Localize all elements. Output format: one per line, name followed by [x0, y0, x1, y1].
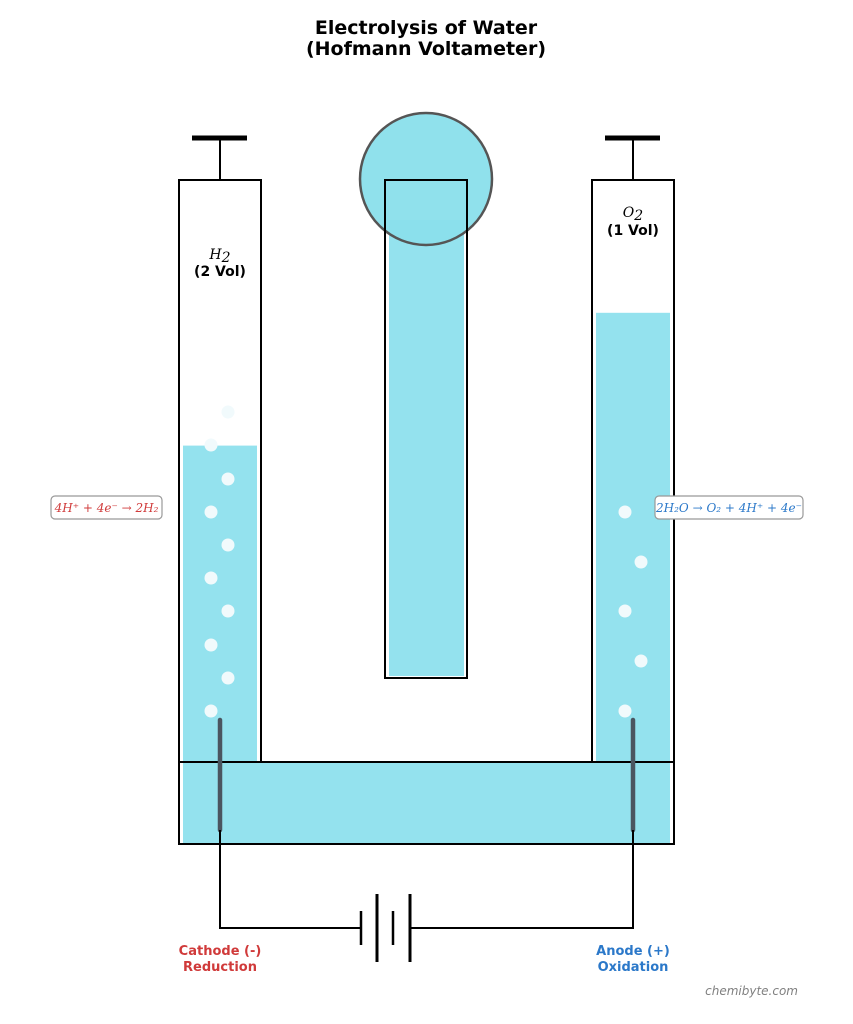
hydrogen-bubbles: [204, 405, 235, 718]
left-gas-formula: H2: [208, 247, 230, 266]
center-tube: [384, 179, 468, 679]
bubble: [221, 604, 235, 618]
bubble: [634, 654, 648, 668]
bubble: [618, 505, 632, 519]
anode-reaction: 2H₂O → O₂ + 4H⁺ + 4e⁻: [655, 501, 802, 515]
bubble: [221, 538, 235, 552]
center-tube-water: [389, 220, 464, 676]
anode-label: Anode (+): [596, 944, 670, 959]
bubble: [634, 555, 648, 569]
bubble: [221, 405, 235, 419]
bubble: [204, 704, 218, 718]
bubble: [204, 638, 218, 652]
right-gas-volume: (1 Vol): [607, 223, 659, 239]
bubble: [221, 472, 235, 486]
anode-reaction-box: 2H₂O → O₂ + 4H⁺ + 4e⁻: [654, 495, 804, 520]
diagram-title-line2: (Hofmann Voltameter): [306, 38, 546, 60]
battery-icon: [359, 894, 412, 962]
left-gas-volume: (2 Vol): [194, 264, 246, 280]
oxygen-bubbles: [618, 505, 648, 718]
diagram-title-line1: Electrolysis of Water: [315, 17, 538, 39]
bubble: [204, 505, 218, 519]
right-stopcock[interactable]: [605, 135, 660, 180]
cathode-process-label: Reduction: [183, 960, 257, 975]
bottom-channel-water: [183, 762, 670, 844]
cathode-reaction: 4H⁺ + 4e⁻ → 2H₂: [54, 501, 159, 515]
left-stopcock[interactable]: [192, 135, 247, 180]
bubble: [221, 671, 235, 685]
bottom-channel: [178, 761, 675, 845]
watermark: chemibyte.com: [705, 984, 798, 998]
bubble: [204, 571, 218, 585]
cathode-reaction-box: 4H⁺ + 4e⁻ → 2H₂: [50, 495, 163, 520]
bubble: [618, 704, 632, 718]
cathode-label: Cathode (-): [179, 944, 262, 959]
bubble: [204, 438, 218, 452]
right-gas-formula: O2: [623, 205, 643, 224]
anode-process-label: Oxidation: [598, 960, 669, 975]
bubble: [618, 604, 632, 618]
circuit-wires: [219, 830, 634, 929]
